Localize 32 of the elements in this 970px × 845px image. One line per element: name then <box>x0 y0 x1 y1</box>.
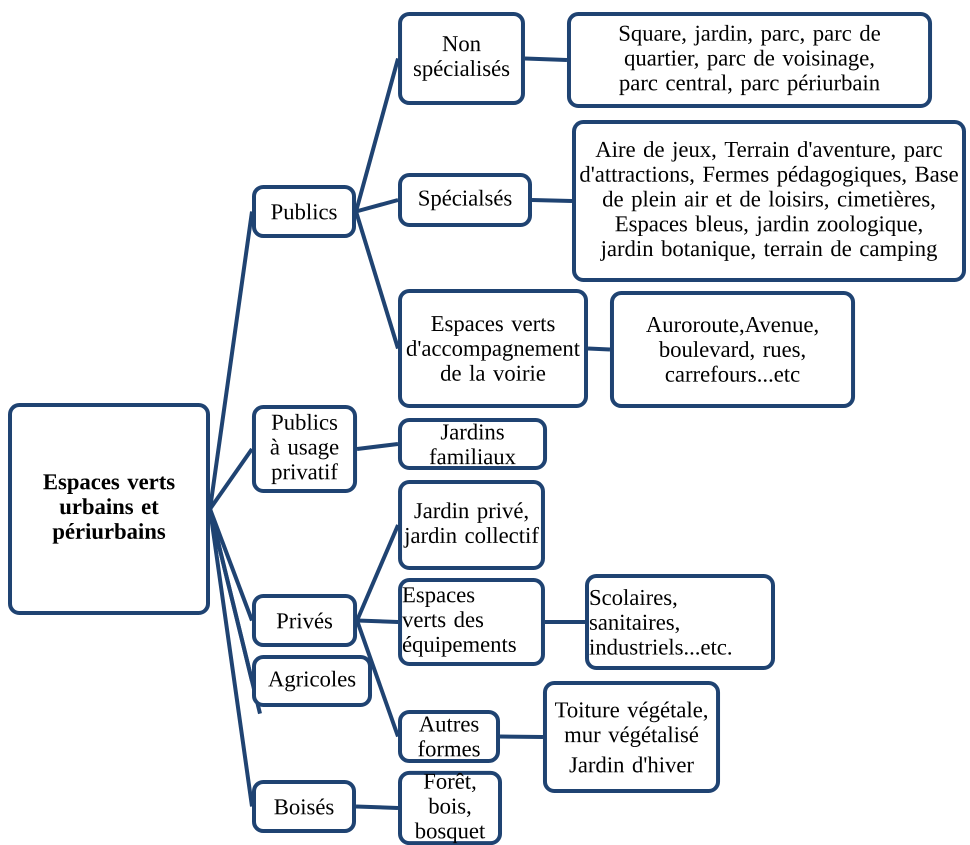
connector-line <box>355 524 400 622</box>
connector-line <box>544 620 585 624</box>
category-box: Agricoles <box>252 655 372 707</box>
connector-line <box>588 346 610 352</box>
category-box: Non spécialisés <box>398 12 525 106</box>
connector-line <box>354 58 400 212</box>
category-box: Square, jardin, parc, parc de quartier, parc de voisinage, parc central, parc périurbain <box>566 12 932 108</box>
connector-line <box>356 804 398 810</box>
category-box: Espaces verts urbains et périurbains <box>8 403 210 615</box>
category-box: Publics <box>252 184 356 238</box>
connector-line <box>532 198 572 203</box>
connector-line <box>356 442 398 451</box>
category-box: Toiture végétale, mur végétalisé Jardin d'hiver <box>542 681 720 793</box>
category-box: Publics à usage privatif <box>252 405 358 493</box>
connector-line <box>500 734 543 739</box>
connector-line <box>355 198 399 214</box>
connector-line <box>355 620 400 738</box>
connector-line <box>524 56 568 62</box>
category-box: Spécialsés <box>398 173 532 227</box>
category-box: Privés <box>252 594 358 648</box>
connector-line <box>354 210 400 350</box>
category-box: Boisés <box>252 780 356 834</box>
category-box: Auroroute,Avenue, boulevard, rues, carrefours...etc <box>610 290 856 408</box>
category-box: Espaces verts des équipements <box>398 578 545 666</box>
category-box: Espaces verts d'accompagnement de la voirie <box>398 289 588 408</box>
category-box: Aire de jeux, Terrain d'aventure, parc d'attractions, Fermes pédagogiques, Base de plein air et de loisirs, cimetières, Espaces bleus, jardin zoologique, jardin botanique, terrain de camping <box>572 120 966 282</box>
category-box: Scolaires, sanitaires, industriels...etc. <box>585 574 775 670</box>
category-box: Autres formes <box>398 710 500 764</box>
category-box: Forêt, bois, bosquet <box>398 770 502 845</box>
connector-line <box>356 618 398 624</box>
category-box: Jardins familiaux <box>398 418 548 470</box>
category-box: Jardin privé, jardin collectif <box>398 480 545 570</box>
